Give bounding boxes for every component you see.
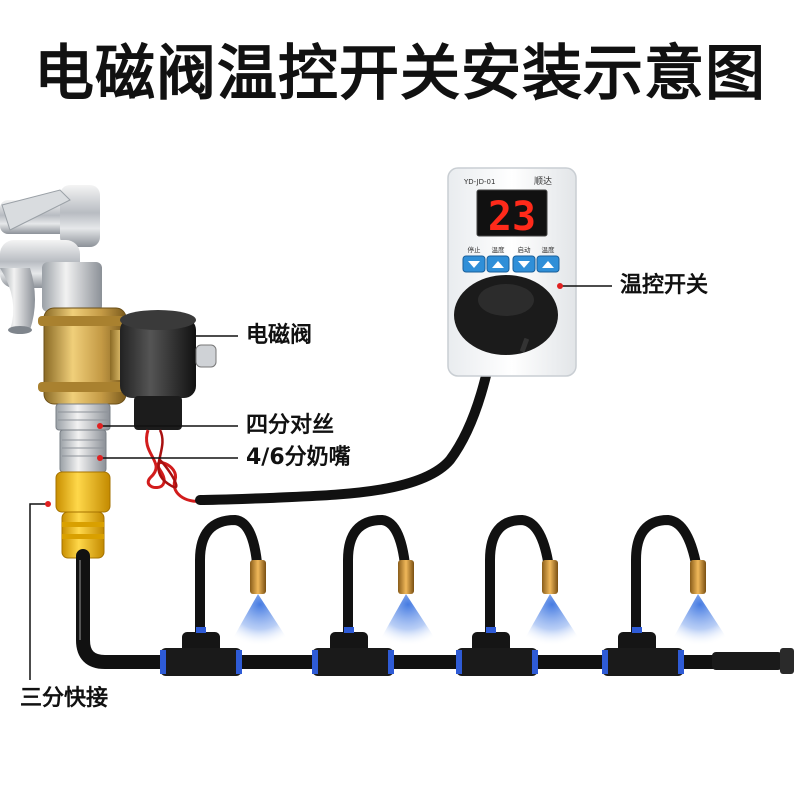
thermostat-model: YD-JD-01 bbox=[463, 178, 495, 186]
callout-thread-adapter: 四分对丝 bbox=[246, 413, 335, 438]
callout-thermostat-switch: 温控开关 bbox=[620, 273, 709, 298]
thermostat-display bbox=[476, 189, 548, 237]
nipple-fitting bbox=[59, 429, 107, 473]
mist-spray-1 bbox=[232, 594, 288, 646]
callout-quick-connector: 三分快接 bbox=[20, 686, 109, 711]
mist-spray-3 bbox=[524, 594, 580, 646]
button-label-temp-1: 温度 bbox=[492, 245, 506, 254]
power-cable bbox=[195, 313, 503, 505]
mist-spray-4 bbox=[672, 594, 728, 646]
main-pipe bbox=[76, 549, 794, 674]
display-value: 23 bbox=[488, 194, 536, 240]
thermostat-up-button-1 bbox=[486, 255, 510, 273]
quick-connector bbox=[55, 471, 111, 559]
thermostat-switch: YD-JD-01 顺达 23 停止 温度 启动 温度 bbox=[447, 167, 577, 377]
callout-nipple-fitting: 4/6分奶嘴 bbox=[246, 445, 351, 470]
button-label-temp-2: 温度 bbox=[542, 245, 556, 254]
misting-branch-2 bbox=[312, 514, 436, 676]
misting-branch-3 bbox=[456, 514, 580, 676]
faucet bbox=[0, 185, 102, 334]
thermostat-up-button-2 bbox=[536, 255, 560, 273]
mist-spray-2 bbox=[380, 594, 436, 646]
misting-branch-4 bbox=[602, 514, 728, 676]
solenoid-valve bbox=[38, 307, 217, 503]
thermostat-brand: 顺达 bbox=[534, 175, 552, 187]
diagram-title: 电磁阀温控开关安装示意图 bbox=[34, 39, 766, 109]
callout-solenoid-valve: 电磁阀 bbox=[246, 323, 313, 348]
misting-branch-1 bbox=[160, 514, 288, 676]
thermostat-down-button-1 bbox=[462, 255, 486, 273]
button-label-stop: 停止 bbox=[468, 245, 482, 254]
button-label-start: 启动 bbox=[518, 245, 532, 254]
thread-adapter bbox=[55, 403, 111, 431]
thermostat-down-button-2 bbox=[512, 255, 536, 273]
callout-leaders bbox=[29, 283, 612, 680]
